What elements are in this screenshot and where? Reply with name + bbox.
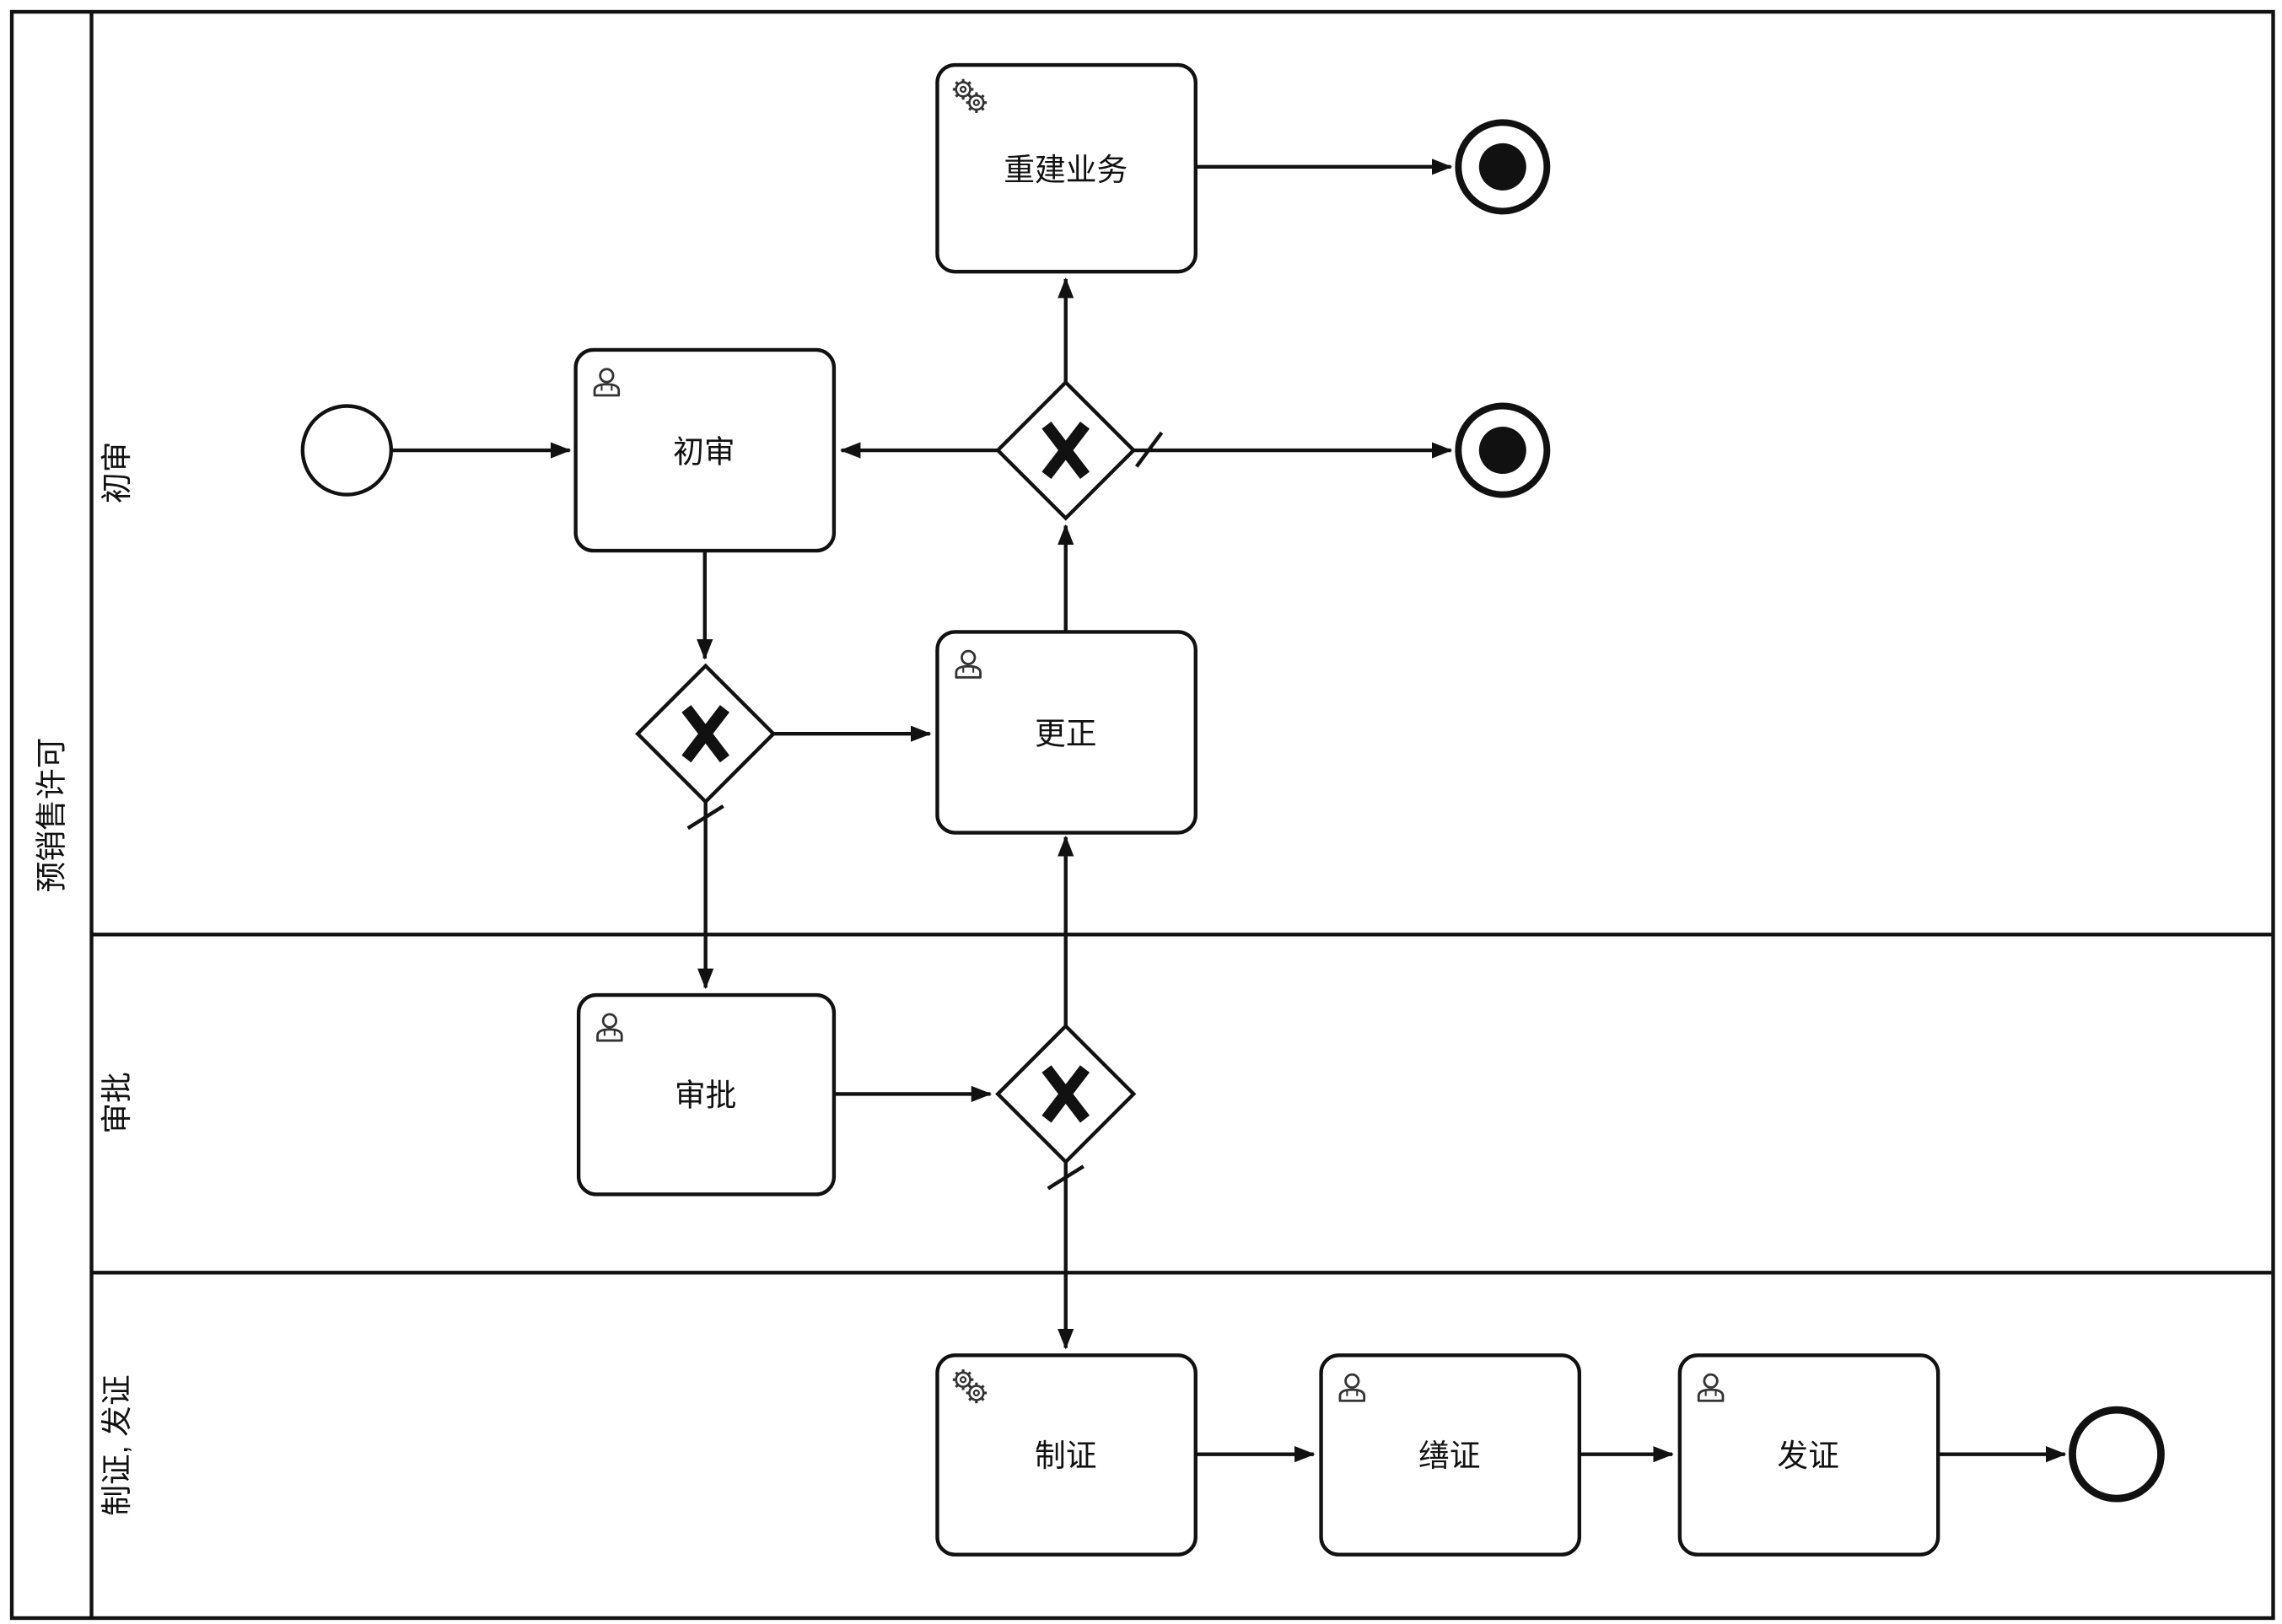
- terminate-end-event-right: [1455, 402, 1551, 498]
- lane-label-initial-review: 初审: [100, 442, 134, 504]
- task-label: 审批: [675, 1078, 737, 1113]
- lane-label-certificate: 制证, 发证: [100, 1374, 134, 1515]
- task-label: 重建业务: [1004, 153, 1128, 187]
- task-label: 发证: [1777, 1438, 1839, 1473]
- task-label: 初审: [673, 434, 735, 469]
- start-event: [300, 404, 394, 497]
- task-correction: 更正: [935, 630, 1198, 835]
- task-initial-review: 初审: [573, 347, 837, 553]
- task-rebuild-business: 重建业务: [935, 62, 1198, 274]
- terminate-marker-icon: [1478, 143, 1526, 191]
- end-event-final: [2069, 1406, 2165, 1503]
- default-flow-slash-icon: [1047, 1164, 1084, 1191]
- terminate-end-event-top: [1455, 119, 1551, 215]
- task-label: 更正: [1035, 717, 1097, 751]
- terminate-marker-icon: [1478, 427, 1526, 475]
- task-approval: 审批: [576, 992, 837, 1196]
- default-flow-slash-icon: [686, 804, 724, 831]
- xor-gateway-after-initial-review: [635, 663, 777, 804]
- sequence-flows: [390, 159, 2067, 1463]
- task-label: 制证: [1035, 1438, 1097, 1473]
- lane-label-approval: 审批: [100, 1072, 134, 1134]
- default-flow-slash-icon: [1134, 431, 1164, 468]
- task-label: 缮证: [1418, 1438, 1481, 1473]
- task-transcribe-certificate: 缮证: [1319, 1353, 1582, 1557]
- xor-gateway-after-approval: [995, 1023, 1137, 1165]
- task-issue-certificate: 发证: [1677, 1353, 1940, 1557]
- pool-title: 预销售许可: [35, 738, 69, 893]
- task-make-certificate: 制证: [935, 1353, 1198, 1557]
- xor-gateway-top: [995, 379, 1137, 521]
- pool-border: [9, 9, 2275, 1621]
